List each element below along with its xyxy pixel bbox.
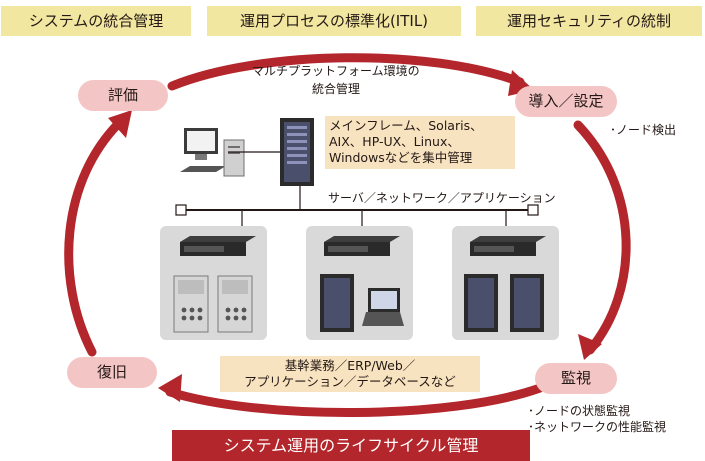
header-tag-system-integration: システムの統合管理	[1, 6, 191, 36]
app-note-line2: アプリケーション／データベースなど	[244, 374, 456, 389]
server-group-2	[306, 226, 413, 340]
laptop-icon	[362, 288, 404, 326]
rack-cabinet-icon	[464, 274, 498, 332]
arrowhead-evaluate	[108, 110, 132, 138]
arrowhead-monitor	[578, 334, 602, 360]
monitor-note-network-perf: ･ネットワークの性能監視	[528, 420, 667, 434]
tower-server-icon	[173, 275, 209, 333]
arrow-monitor-to-recover	[165, 383, 545, 417]
pc-rack-link	[228, 151, 280, 153]
arrow-recover-to-evaluate	[64, 115, 127, 357]
rack-server-icon	[464, 236, 546, 332]
rack-server-icon	[173, 236, 256, 333]
application-note: 基幹業務／ERP/Web／ アプリケーション／データベースなど	[220, 356, 480, 392]
app-note-line1: 基幹業務／ERP/Web／	[284, 358, 416, 373]
mainframe-note-line3: Windowsなどを集中管理	[329, 150, 473, 165]
arrow-evaluate-to-introduce	[167, 53, 525, 91]
monitor-note-node-status: ･ノードの状態監視	[528, 404, 631, 418]
network-label: サーバ／ネットワーク／アプリケーション	[328, 191, 556, 205]
node-detect-label: ･ノード検出	[610, 123, 677, 137]
rack-cabinet-icon	[320, 274, 354, 332]
mainframe-centralized-note: メインフレーム、Solaris、 AIX、HP-UX、Linux、 Window…	[325, 116, 515, 169]
header-tag-security-governance: 運用セキュリティの統制	[476, 6, 702, 36]
management-pc-icon	[180, 128, 245, 177]
stage-evaluate: 評価	[78, 80, 168, 111]
header-tag-itil-standardization: 運用プロセスの標準化(ITIL)	[207, 6, 461, 36]
tower-server-icon	[217, 275, 253, 333]
mainframe-note-line2: AIX、HP-UX、Linux、	[329, 134, 460, 149]
stage-introduce-configure: 導入／設定	[515, 86, 617, 117]
server-group-1	[160, 226, 267, 340]
stage-recover: 復旧	[67, 357, 157, 388]
multiplatform-label-line2: 統合管理	[312, 82, 361, 96]
lifecycle-management-title: システム運用のライフサイクル管理	[172, 430, 530, 461]
arrow-introduce-to-monitor	[573, 120, 631, 355]
rack-server-icon	[320, 236, 404, 332]
stage-monitor: 監視	[535, 363, 617, 394]
rack-cabinet-icon	[510, 274, 544, 332]
network-backbone	[175, 186, 539, 228]
server-group-3	[452, 226, 559, 340]
arrowhead-recover	[158, 374, 182, 402]
mainframe-note-line1: メインフレーム、Solaris、	[329, 118, 483, 133]
multiplatform-label-line1: マルチプラットフォーム環境の	[252, 64, 420, 78]
mainframe-rack-icon	[280, 118, 314, 186]
